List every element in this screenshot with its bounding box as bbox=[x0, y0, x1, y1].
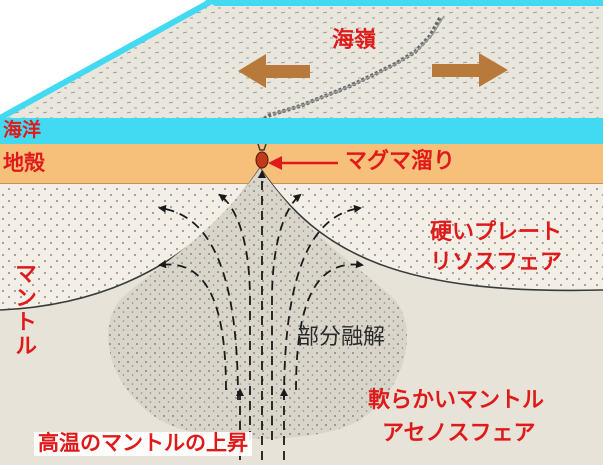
hard-plate-label-line1: 硬いプレート bbox=[430, 220, 563, 245]
magma-chamber-label: マグマ溜り bbox=[345, 149, 456, 174]
magma-chamber bbox=[255, 143, 269, 169]
crust-label: 地殻 bbox=[3, 151, 45, 175]
ocean-label: 海洋 bbox=[3, 119, 42, 141]
seafloor-surface bbox=[0, 0, 603, 121]
hard-plate-label-line2: リソスフェア bbox=[430, 250, 563, 275]
soft-mantle-label-line2: アセノスフェア bbox=[382, 421, 536, 446]
spreading-arrow-left bbox=[238, 54, 310, 88]
ridge-label: 海嶺 bbox=[332, 28, 377, 53]
ocean-layer bbox=[0, 118, 603, 144]
partial-melting-label: 部分融解 bbox=[297, 325, 386, 350]
upwelling-flow-lines bbox=[158, 170, 364, 460]
soft-mantle-label-line1: 軟らかいマントル bbox=[368, 388, 545, 413]
spreading-arrow-right bbox=[432, 53, 508, 87]
magma-chamber-pointer bbox=[268, 156, 338, 170]
mantle-label: マントル bbox=[11, 262, 36, 358]
upwelling-label: 高温のマントルの上昇 bbox=[34, 432, 252, 456]
